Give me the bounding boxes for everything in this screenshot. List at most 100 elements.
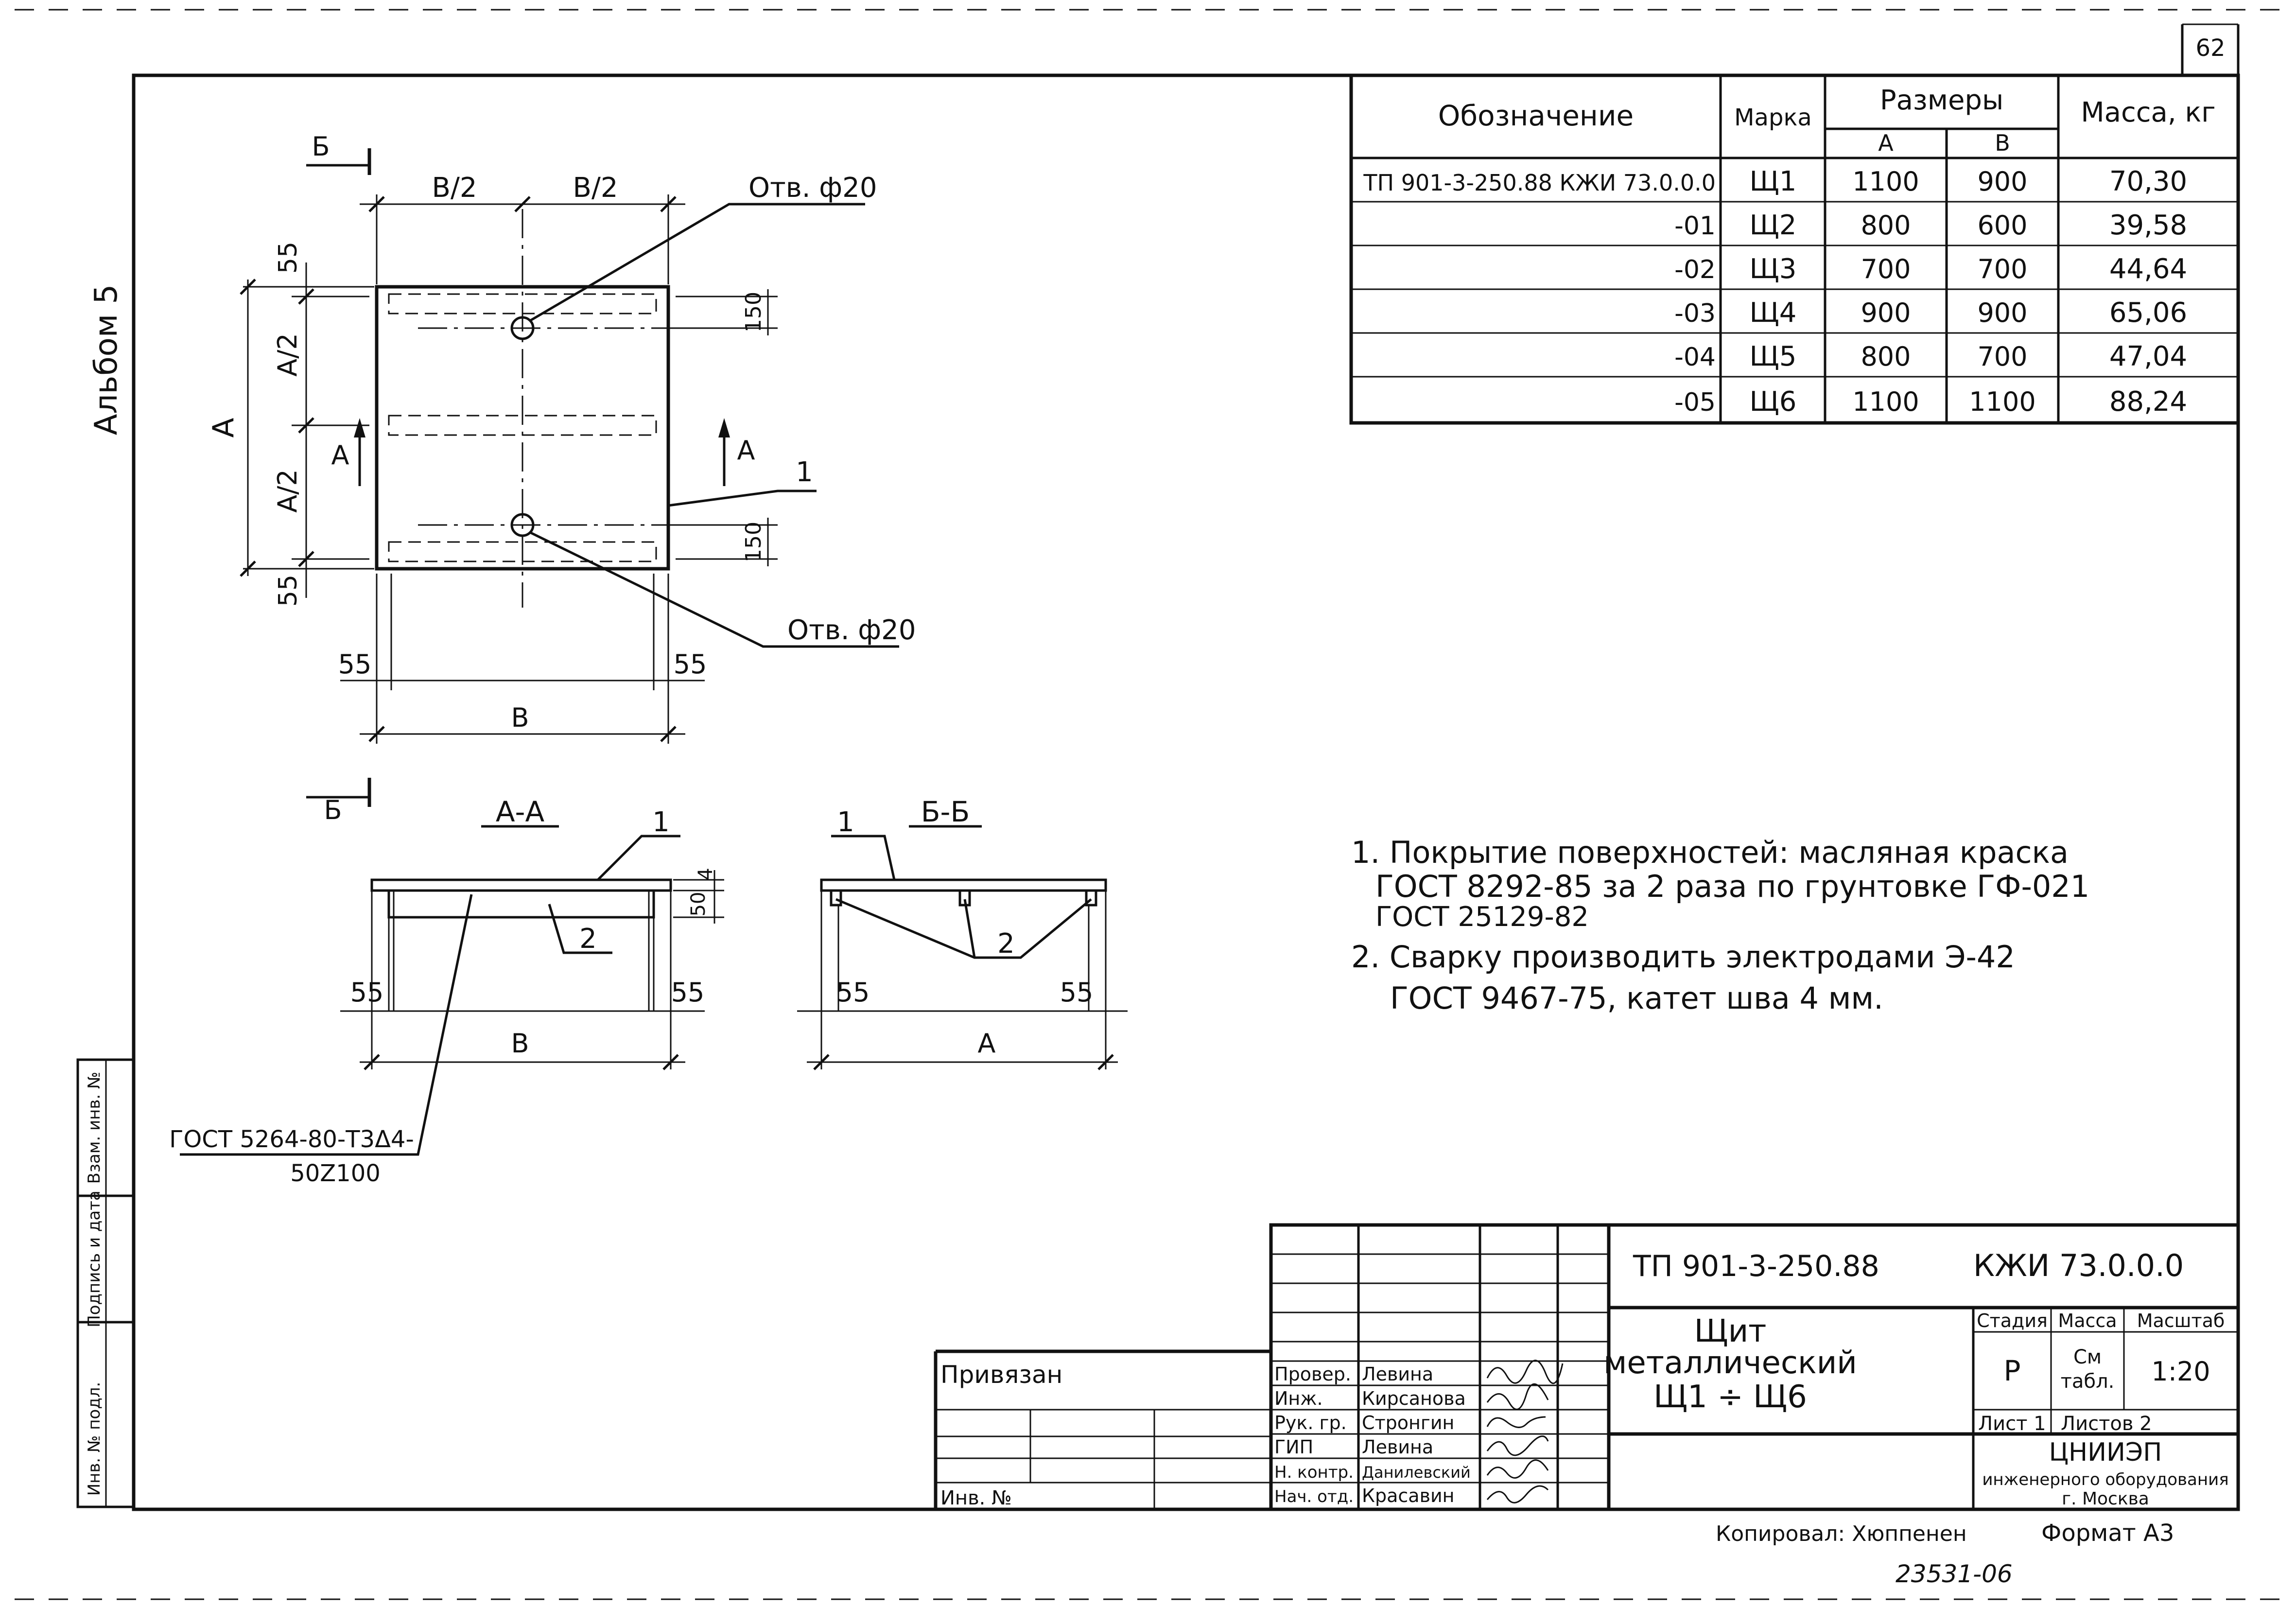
section-aa-dim-55-right: 55 — [671, 977, 705, 1008]
notes: 1. Покрытие поверхностей: масляная краск… — [1351, 835, 2089, 1016]
side-stamp-inv-podl: Инв. № подл. — [85, 1382, 104, 1496]
section-aa-pos-1: 1 — [652, 806, 670, 838]
section-bb-dim-55-right: 55 — [1060, 977, 1094, 1008]
section-b-top: Б — [312, 131, 330, 162]
spec-cell-b: 1100 — [1969, 386, 2035, 417]
format-label: Формат А3 — [2041, 1520, 2174, 1547]
scale-value: 1:20 — [2151, 1356, 2210, 1387]
dim-a: А — [207, 418, 241, 437]
spec-row-6: -05 Щ6 1100 1100 88,24 — [1674, 386, 2187, 418]
spec-header-mass: Масса, кг — [2081, 97, 2215, 128]
plate-outline — [375, 285, 670, 571]
rib-top — [388, 293, 657, 315]
rib-middle — [388, 415, 657, 436]
spec-cell-a: 1100 — [1852, 166, 1919, 197]
spec-cell-designation: -03 — [1674, 299, 1716, 328]
dim-55-left: 55 — [338, 649, 372, 680]
note-line: 2. Сварку производить электродами Э-42 — [1351, 939, 2015, 975]
section-aa-dim-4: 4 — [695, 868, 717, 880]
hole-top — [510, 316, 535, 340]
title-line-3: Щ1 ÷ Щ6 — [1653, 1379, 1807, 1415]
signature-scribble — [1486, 1416, 1546, 1428]
spec-cell-mass: 65,06 — [2109, 297, 2187, 329]
title-block — [934, 1223, 2240, 1511]
signature-scribble — [1486, 1485, 1549, 1503]
spec-cell-b: 900 — [1977, 297, 2027, 328]
note-line: ГОСТ 25129-82 — [1375, 901, 1589, 933]
archive-number: 23531-06 — [1896, 1560, 2013, 1588]
dim-150-top: 150 — [741, 292, 766, 332]
title-line-1: Щит — [1694, 1313, 1767, 1349]
section-aa-title: А-А — [496, 795, 545, 828]
spec-row-1: ТП 901-3-250.88 КЖИ 73.0.0.0 Щ1 1100 900… — [1363, 166, 2187, 197]
role-label: Нач. отд. — [1274, 1487, 1354, 1506]
hole-label-bottom: Отв. ф20 — [787, 614, 916, 646]
position-1-plan: 1 — [796, 456, 813, 488]
title-drawing-code: КЖИ 73.0.0.0 — [1973, 1248, 2184, 1283]
spec-cell-mark: Щ1 — [1750, 166, 1797, 197]
spec-header-col-a: А — [1878, 130, 1894, 156]
spec-cell-designation: -02 — [1674, 255, 1716, 284]
spec-row-2: -01 Щ2 800 600 39,58 — [1674, 210, 2187, 241]
spec-row-3: -02 Щ3 700 700 44,64 — [1674, 253, 2187, 285]
org-line-1: ЦНИИЭП — [2049, 1438, 2162, 1467]
spec-cell-mark: Щ5 — [1750, 341, 1797, 372]
spec-cell-b: 600 — [1977, 210, 2027, 241]
hole-label-top: Отв. ф20 — [748, 172, 877, 204]
org-line-2: инженерного оборудования — [1982, 1470, 2228, 1489]
spec-cell-b: 700 — [1977, 254, 2027, 284]
scale-label: Масштаб — [2137, 1310, 2225, 1331]
mass-value-1: См — [2073, 1346, 2102, 1368]
dim-55-right: 55 — [674, 649, 707, 680]
signature-scribble — [1486, 1435, 1549, 1456]
copied-by: Копировал: Хюппенен — [1716, 1521, 1967, 1546]
signature-scribble — [1486, 1383, 1549, 1410]
stage-value: Р — [2004, 1354, 2021, 1387]
section-aa-dim-b: В — [511, 1028, 529, 1059]
sheet-label: Лист 1 — [1978, 1413, 2046, 1435]
spec-cell-mass: 39,58 — [2109, 210, 2187, 241]
role-label: Провер. — [1274, 1363, 1351, 1385]
spec-row-5: -04 Щ5 800 700 47,04 — [1674, 341, 2187, 372]
spec-cell-designation: -04 — [1674, 343, 1716, 372]
person-name: Стронгин — [1362, 1412, 1454, 1433]
spec-cell-mass: 44,64 — [2109, 253, 2187, 285]
sheet-frame — [15, 9, 2284, 1600]
title-line-2: металлический — [1603, 1345, 1857, 1381]
section-bb-dim-55-left: 55 — [836, 977, 870, 1008]
spec-cell-mass: 70,30 — [2109, 166, 2187, 197]
section-aa-dim-55-left: 55 — [350, 977, 384, 1008]
spec-cell-mark: Щ3 — [1750, 253, 1797, 285]
spec-header-designation: Обозначение — [1438, 99, 1634, 132]
section-bb-pos-2: 2 — [997, 928, 1015, 960]
weld-gost-line1: ГОСТ 5264-80-Т3Δ4- — [169, 1126, 414, 1153]
section-bb — [797, 825, 1128, 1070]
spec-row-4: -03 Щ4 900 900 65,06 — [1674, 297, 2187, 329]
dim-55-top: 55 — [274, 242, 303, 274]
note-line: ГОСТ 8292-85 за 2 раза по грунтовке ГФ-0… — [1375, 869, 2089, 904]
side-stamp — [76, 1058, 135, 1508]
side-stamp-sign-date: Подпись и дата — [85, 1190, 104, 1328]
section-bb-dim-a: А — [978, 1028, 996, 1059]
spec-cell-a: 800 — [1861, 341, 1911, 372]
dim-b-half-2: В/2 — [573, 172, 618, 204]
spec-cell-a: 900 — [1861, 297, 1911, 328]
inv-no-label: Инв. № — [940, 1487, 1012, 1509]
signature-rows: Провер. Левина Инж. Кирсанова Рук. гр. С… — [1274, 1360, 1564, 1506]
spec-cell-mark: Щ6 — [1750, 386, 1797, 418]
role-label: ГИП — [1274, 1436, 1313, 1458]
spec-cell-b: 700 — [1977, 341, 2027, 372]
spec-cell-designation: ТП 901-3-250.88 КЖИ 73.0.0.0 — [1363, 170, 1716, 196]
section-aa-pos-2: 2 — [579, 923, 597, 955]
note-line: ГОСТ 9467-75, катет шва 4 мм. — [1390, 980, 1883, 1016]
sheets-label: Листов 2 — [2061, 1413, 2152, 1435]
plan-view — [240, 148, 899, 807]
spec-cell-mass: 47,04 — [2109, 341, 2187, 372]
title-project-code: ТП 901-3-250.88 — [1633, 1249, 1879, 1283]
spec-cell-mark: Щ2 — [1750, 210, 1797, 241]
person-name: Красавин — [1362, 1485, 1455, 1506]
rib-bottom — [388, 541, 657, 562]
section-aa — [180, 825, 724, 1156]
weld-gost-line2: 50Z100 — [290, 1160, 381, 1187]
